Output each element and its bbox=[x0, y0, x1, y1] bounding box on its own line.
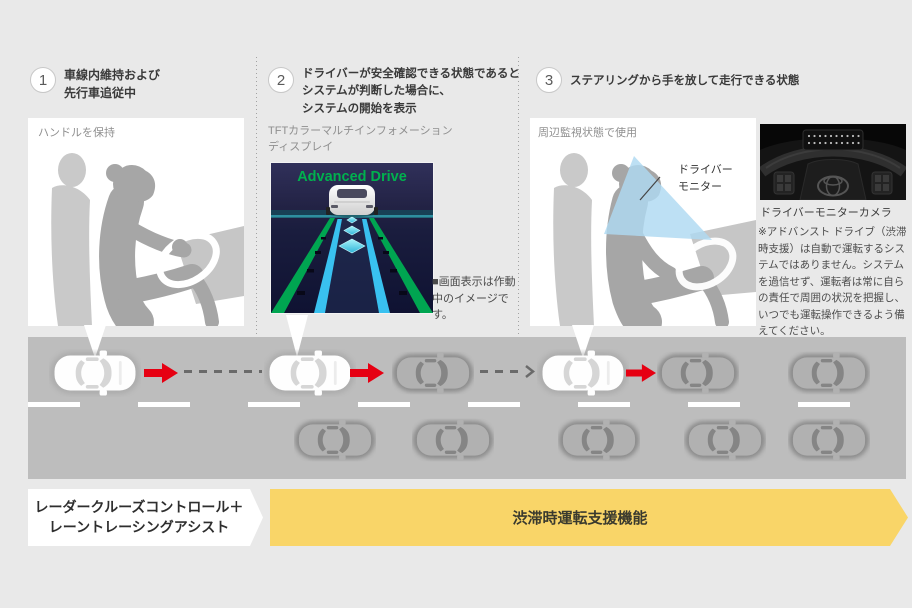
step-3-badge: 3 bbox=[536, 67, 562, 93]
footer-left-box: レーダークルーズコントロール＋ レーントレーシングアシスト bbox=[28, 489, 263, 546]
traffic-car-a bbox=[392, 351, 474, 395]
pointer-triangle-2 bbox=[286, 315, 308, 357]
step-1-badge: 1 bbox=[30, 67, 56, 93]
panel-hands-off: 周辺監視状態で使用 ドライバー モニター bbox=[530, 118, 756, 326]
pointer-triangle-3 bbox=[572, 325, 594, 358]
step-3-title: ステアリングから手を放して走行できる状態 bbox=[570, 73, 799, 90]
panel-1-label-text: ハンドルを保持 bbox=[38, 127, 115, 139]
forward-arrow-icon-2 bbox=[350, 362, 384, 384]
disclaimer-text: ※アドバンスト ドライブ（渋滞時支援）は自動で運転するシステムではありません。シ… bbox=[758, 226, 907, 338]
photo-caption: ドライバーモニターカメラ bbox=[760, 207, 892, 219]
ego-car-3 bbox=[537, 349, 629, 397]
tft-display-image: Advanced Drive bbox=[270, 162, 434, 314]
footer-banner: 渋滞時運転支援機能 bbox=[270, 489, 908, 546]
ego-car-2 bbox=[264, 349, 356, 397]
gap-arrowhead-icon bbox=[525, 365, 535, 378]
step-2-title-line2: システムが判断した場合に、 bbox=[302, 85, 451, 98]
driver-monitor-label-line1: ドライバー bbox=[678, 164, 733, 176]
panel-hold-wheel: ハンドルを保持 bbox=[28, 118, 244, 326]
driver-hands-on-illustration bbox=[51, 153, 244, 326]
display-car-rear bbox=[326, 185, 378, 217]
step-2-title: ドライバーが安全確認できる状態であると システムが判断した場合に、 システムの開… bbox=[302, 66, 520, 118]
traffic-car-f bbox=[558, 418, 640, 462]
display-note: ■画面表示は作動中のイメージです。 bbox=[432, 276, 516, 321]
step-1-title: 車線内維持および 先行車追従中 bbox=[64, 66, 160, 102]
traffic-car-g bbox=[684, 418, 766, 462]
traffic-car-e bbox=[412, 418, 494, 462]
panel-3-label-text: 周辺監視状態で使用 bbox=[538, 127, 637, 139]
column-separator-2 bbox=[518, 57, 519, 479]
driver-monitor-label: ドライバー モニター bbox=[678, 162, 733, 195]
panel-3-label: 周辺監視状態で使用 bbox=[538, 126, 637, 142]
footer-left-line2: レーントレーシングアシスト bbox=[48, 518, 230, 535]
ego-car-1 bbox=[49, 349, 141, 397]
step-1-title-line2: 先行車追従中 bbox=[64, 86, 137, 100]
footer-banner-label: 渋滞時運転支援機能 bbox=[512, 510, 648, 527]
step-2-title-line3: システムの開始を表示 bbox=[302, 102, 417, 115]
column-separator-1 bbox=[256, 57, 257, 479]
panel-2-label-line2: ディスプレイ bbox=[268, 140, 334, 153]
monitor-pointer-line bbox=[639, 176, 661, 201]
gap-dash-line-2 bbox=[480, 370, 524, 373]
pointer-triangle-1 bbox=[84, 325, 106, 358]
driver-monitor-label-line2: モニター bbox=[678, 180, 722, 193]
lane-divider bbox=[28, 402, 906, 407]
panel-1-label: ハンドルを保持 bbox=[38, 126, 115, 142]
driver-monitor-camera-photo bbox=[760, 124, 906, 200]
step-1-title-line1: 車線内維持および bbox=[64, 68, 161, 82]
panel-2-label: TFTカラーマルチインフォメーション ディスプレイ bbox=[268, 124, 453, 156]
driver-hands-off-illustration bbox=[553, 153, 756, 326]
traffic-car-d bbox=[294, 418, 376, 462]
traffic-car-c bbox=[788, 351, 870, 395]
driver-monitor-cone bbox=[604, 156, 712, 240]
step-2-title-line1: ドライバーが安全確認できる状態であると bbox=[302, 68, 520, 80]
traffic-car-b bbox=[657, 351, 739, 395]
step-3-title-line1: ステアリングから手を放して走行できる状態 bbox=[570, 75, 800, 87]
traffic-car-h bbox=[788, 418, 870, 462]
panel-2-label-line1: TFTカラーマルチインフォメーション bbox=[268, 125, 453, 137]
forward-arrow-icon-3 bbox=[626, 362, 656, 384]
display-title-text: Advanced Drive bbox=[297, 169, 407, 185]
footer-left-line1: レーダークルーズコントロール＋ bbox=[34, 498, 244, 515]
forward-arrow-icon-1 bbox=[144, 362, 178, 384]
step-2-badge: 2 bbox=[268, 67, 294, 93]
footer-left-label: レーダークルーズコントロール＋ レーントレーシングアシスト bbox=[28, 489, 250, 546]
gap-dash-line-1 bbox=[184, 370, 262, 373]
